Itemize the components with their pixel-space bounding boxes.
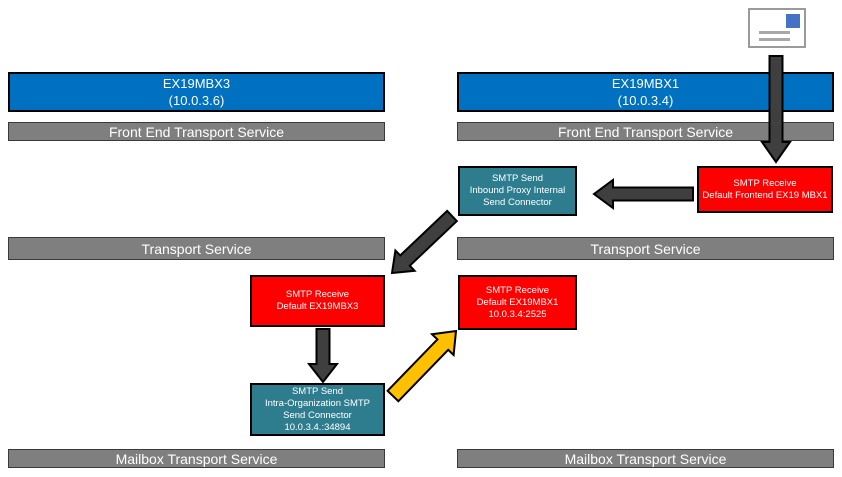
box-line: Default EX19MBX3: [276, 301, 359, 312]
envelope-text-line: [759, 31, 790, 34]
box-smtp-receive-default-ex19mbx3: SMTP Receive Default EX19MBX3: [250, 275, 385, 327]
arrow-intra-org-send-to-mbx1-receive: [386, 329, 458, 403]
server-name: EX19MBX3: [162, 76, 231, 91]
box-line: 10.0.3.4:2525: [488, 308, 547, 320]
arrow-mbx3-receive-to-intra-org-send: [306, 328, 340, 384]
server-ip: (10.0.3.4): [617, 93, 674, 108]
arrow-inbound-proxy-to-mbx3-receive: [390, 209, 459, 275]
box-line: SMTP Receive: [485, 284, 550, 296]
server-name: EX19MBX1: [611, 76, 680, 91]
envelope-text-line: [759, 38, 790, 41]
box-smtp-receive-default-ex19mbx1: SMTP Receive Default EX19MBX1 10.0.3.4:2…: [458, 275, 577, 330]
box-line: Default Frontend EX19 MBX1: [702, 189, 828, 201]
box-line: Send Connector: [283, 409, 352, 421]
box-line: Intra-Organization SMTP: [264, 397, 371, 409]
box-smtp-send-inbound-proxy: SMTP Send Inbound Proxy Internal Send Co…: [458, 166, 577, 216]
box-smtp-send-intra-organization: SMTP Send Intra-Organization SMTP Send C…: [250, 383, 385, 436]
box-line: 10.0.3.4.:34894: [284, 421, 351, 433]
frontend-transport-bar-right: Front End Transport Service: [457, 122, 834, 141]
box-line: SMTP Send: [491, 173, 544, 184]
box-line: SMTP Receive: [733, 177, 797, 189]
box-line: SMTP Send: [291, 385, 344, 397]
box-line: Inbound Proxy Internal: [469, 185, 566, 196]
mailbox-transport-bar-left: Mailbox Transport Service: [8, 449, 385, 468]
box-line: SMTP Receive: [285, 289, 350, 300]
box-line: Send Connector: [483, 197, 552, 208]
box-line: Default EX19MBX1: [476, 296, 559, 308]
server-header-ex19mbx3: EX19MBX3 (10.0.3.6): [8, 72, 385, 112]
mail-envelope-icon: [748, 8, 806, 48]
transport-bar-left: Transport Service: [8, 237, 385, 260]
envelope-stamp: [786, 14, 800, 28]
frontend-transport-bar-left: Front End Transport Service: [8, 122, 385, 141]
arrow-frontend-receive-to-inbound-proxy: [592, 178, 694, 210]
transport-bar-right: Transport Service: [457, 237, 834, 260]
mailbox-transport-bar-right: Mailbox Transport Service: [457, 449, 834, 468]
box-smtp-receive-default-frontend: SMTP Receive Default Frontend EX19 MBX1: [697, 166, 833, 213]
server-header-ex19mbx1: EX19MBX1 (10.0.3.4): [457, 72, 834, 112]
server-ip: (10.0.3.6): [168, 93, 225, 108]
